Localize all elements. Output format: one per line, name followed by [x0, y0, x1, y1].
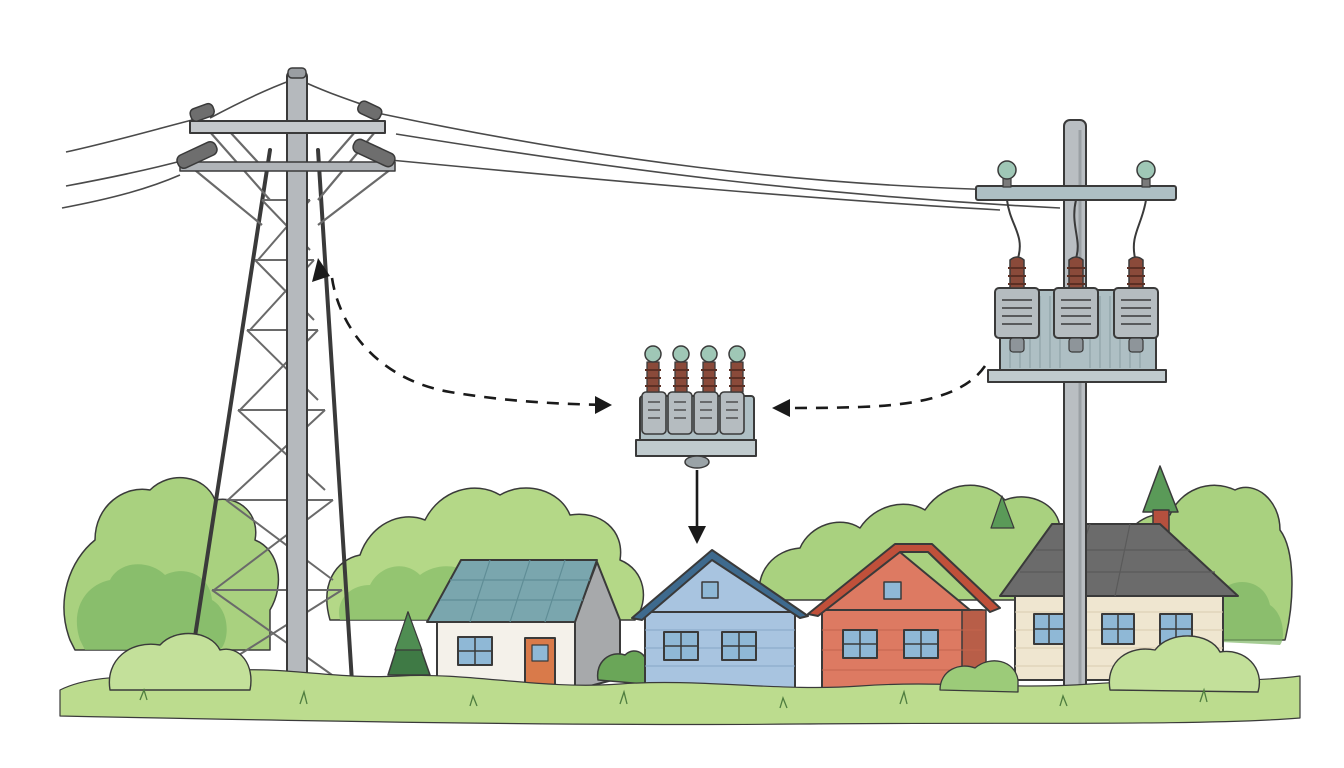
- conifer-foliage-top: [394, 611, 423, 651]
- insulator-icon: [176, 141, 218, 169]
- transformer-leads: [1006, 199, 1147, 259]
- tower-leg-right: [316, 148, 354, 684]
- transformer-unit-right: [1113, 256, 1159, 353]
- insulator-cap-icon: [997, 160, 1017, 180]
- power-lines: [61, 79, 1061, 211]
- house-red: [807, 543, 1001, 691]
- tower-insulators: [176, 100, 396, 169]
- arrow-dashed-pole-to-center: [789, 365, 987, 410]
- house-blue: [631, 549, 809, 691]
- center-transformer-rib-lines: [648, 401, 738, 419]
- window-pane-lines: [843, 630, 877, 658]
- transformer-unit-center: [1053, 256, 1099, 353]
- conifer-foliage: [1142, 465, 1179, 513]
- conifer-foliage-small: [990, 495, 1015, 529]
- power-line-6: [381, 113, 1006, 191]
- bush-foreground-right: [1108, 635, 1261, 693]
- arrow-dashed-center-to-tower: [330, 277, 609, 407]
- utility-pole-crossarm: [975, 185, 1177, 201]
- window-pane-lines: [722, 632, 756, 660]
- insulator-cap-icon: [700, 345, 718, 363]
- window-pane-lines: [664, 632, 698, 660]
- insulator-icon: [189, 102, 216, 123]
- center-transformer-output-terminal: [684, 455, 710, 469]
- arrowhead-to-center-left: [595, 396, 612, 414]
- conifer-tree-left: [387, 611, 431, 676]
- transformer-unit-left: [994, 256, 1040, 353]
- bush-foreground-center: [939, 660, 1019, 693]
- power-line-2: [65, 159, 186, 187]
- roof-texture: [440, 559, 590, 623]
- utility-pole: [975, 119, 1177, 699]
- house-white: [426, 559, 621, 693]
- insulator-icon: [352, 138, 396, 168]
- insulator-icon: [357, 100, 383, 121]
- window-pane-lines: [1102, 614, 1134, 644]
- insulator-cap-icon: [644, 345, 662, 363]
- house-white-roof: [426, 559, 598, 623]
- bush-foreground-left: [108, 632, 252, 691]
- tower-upper-crossarm: [189, 120, 386, 134]
- grass-tufts: [139, 687, 1208, 709]
- power-line-3: [61, 174, 181, 209]
- tower-lower-crossarm: [179, 161, 396, 172]
- transformer-bank-base: [987, 369, 1167, 383]
- window-pane-lines: [1034, 614, 1064, 644]
- power-line-8: [395, 133, 1061, 209]
- tree-cluster-center: [758, 484, 1061, 601]
- tree-cluster-left-dark: [76, 564, 227, 650]
- power-line-4: [209, 79, 293, 119]
- window-pane-lines: [458, 637, 492, 665]
- house-red-roof: [807, 543, 1001, 617]
- window-pane-lines: [904, 630, 938, 658]
- tower-leg-left: [186, 148, 272, 684]
- center-transformer-base: [635, 439, 757, 457]
- arrowhead-to-houses: [688, 526, 706, 544]
- attic-window-icon: [883, 581, 902, 600]
- transmission-tower: [176, 67, 396, 691]
- roof-shingles: [1020, 523, 1215, 597]
- pole-insulators: [997, 160, 1156, 188]
- bushing-icon: [1128, 256, 1144, 289]
- insulator-cap-icon: [672, 345, 690, 363]
- center-transformer-bushings: [644, 345, 746, 393]
- center-transformer: [635, 345, 757, 469]
- door-window: [531, 644, 549, 662]
- arrowhead-to-tower: [312, 258, 330, 282]
- power-line-1: [65, 117, 201, 153]
- bushing-icon: [1009, 256, 1025, 289]
- insulator-cap-icon: [728, 345, 746, 363]
- conifer-tree-right: [990, 465, 1179, 529]
- house-cream-roof: [999, 523, 1239, 597]
- bushing-icon: [1068, 256, 1084, 289]
- insulator-cap-icon: [1136, 160, 1156, 180]
- tower-mast-cap: [287, 67, 307, 79]
- power-line-7: [389, 159, 1001, 211]
- grass-band: [59, 669, 1301, 726]
- attic-window-icon: [701, 581, 719, 599]
- arrowhead-to-center-right: [772, 399, 790, 417]
- foreground-grass: [59, 632, 1301, 726]
- house-blue-roof: [631, 549, 809, 621]
- pole-transformer-bank: [987, 256, 1167, 383]
